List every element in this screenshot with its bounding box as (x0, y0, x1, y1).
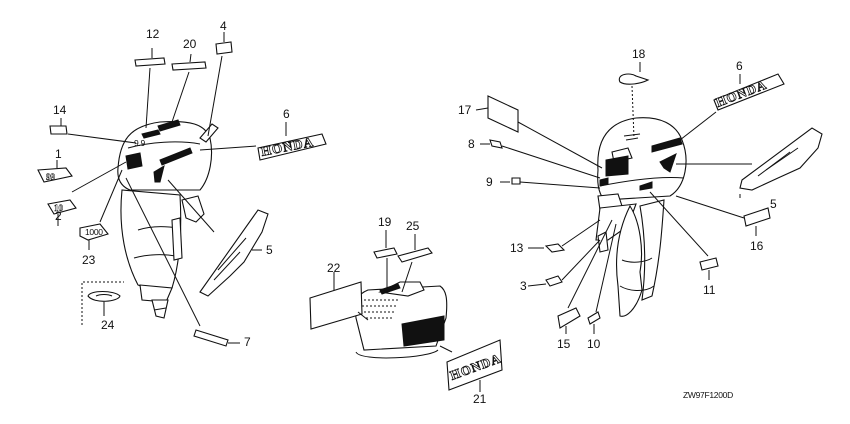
decal-21[interactable]: HONDA (446, 339, 504, 391)
callout-19: 19 (378, 215, 392, 229)
right-leader-lines (475, 62, 757, 334)
callout-8: 8 (468, 137, 475, 151)
decal-6-right-logo: HONDA (714, 77, 769, 110)
callout-6-left: 6 (283, 107, 290, 121)
decal-1-text: 99 (46, 172, 56, 182)
decal-24[interactable] (87, 290, 121, 302)
callout-22: 22 (327, 261, 341, 275)
decal-1[interactable]: 99 (37, 167, 73, 183)
decal-10[interactable] (587, 311, 601, 325)
callout-20: 20 (183, 37, 197, 51)
callout-23: 23 (82, 253, 96, 267)
decal-12[interactable] (134, 57, 166, 67)
decal-4[interactable] (215, 41, 233, 55)
decal-15[interactable] (557, 307, 581, 329)
decal-22[interactable] (309, 281, 363, 330)
decal-14[interactable] (49, 125, 68, 135)
callout-1: 1 (55, 147, 62, 161)
decal-6-left[interactable]: HONDA (257, 133, 327, 161)
decal-9[interactable] (511, 177, 521, 185)
decal-23[interactable]: 1000 (79, 223, 109, 241)
callout-21: 21 (473, 392, 487, 406)
left-leader-lines (56, 32, 287, 344)
decal-5-right[interactable] (739, 127, 823, 191)
decal-11[interactable] (699, 257, 719, 271)
callout-16: 16 (750, 239, 764, 253)
callout-14: 14 (53, 103, 67, 117)
callout-2: 2 (55, 209, 62, 223)
callout-11: 11 (703, 283, 716, 297)
right-outboard-motor (595, 117, 687, 317)
decal-2-text: 10 (54, 203, 64, 213)
decal-5-left[interactable] (199, 209, 269, 297)
decal-17[interactable] (487, 95, 519, 133)
tank-leader-lines (333, 230, 481, 392)
decal-18[interactable] (618, 73, 650, 85)
decal-20[interactable] (171, 61, 207, 71)
callout-18: 18 (632, 47, 646, 61)
callout-15: 15 (557, 337, 571, 351)
callout-4: 4 (220, 19, 227, 33)
decal-8[interactable] (489, 139, 503, 149)
decal-23-text: 1000 (85, 227, 103, 237)
callout-5-left: 5 (266, 243, 273, 257)
callout-6-right: 6 (736, 59, 743, 73)
callout-7: 7 (244, 335, 251, 349)
decal-19[interactable] (373, 247, 398, 259)
callout-25: 25 (406, 219, 420, 233)
decal-3[interactable] (545, 275, 563, 287)
decal-6-right[interactable]: HONDA (713, 73, 785, 111)
callout-12: 12 (146, 27, 160, 41)
decal-16[interactable] (743, 207, 771, 227)
callout-3: 3 (520, 279, 527, 293)
decal-25[interactable] (397, 247, 433, 263)
callout-9: 9 (486, 175, 493, 189)
decal-7[interactable] (193, 329, 229, 347)
decal-13[interactable] (544, 243, 566, 253)
callout-24: 24 (101, 318, 115, 332)
decal-2[interactable]: 10 (47, 199, 77, 215)
callout-17: 17 (458, 103, 472, 117)
callout-5-right: 5 (770, 197, 777, 211)
fuel-tank[interactable] (354, 281, 448, 359)
callout-13: 13 (510, 241, 524, 255)
drawing-code: ZW97F1200D (683, 390, 733, 400)
callout-10: 10 (587, 337, 601, 351)
svg-text:9.9: 9.9 (134, 138, 145, 148)
decal-6-left-logo: HONDA (260, 134, 315, 159)
